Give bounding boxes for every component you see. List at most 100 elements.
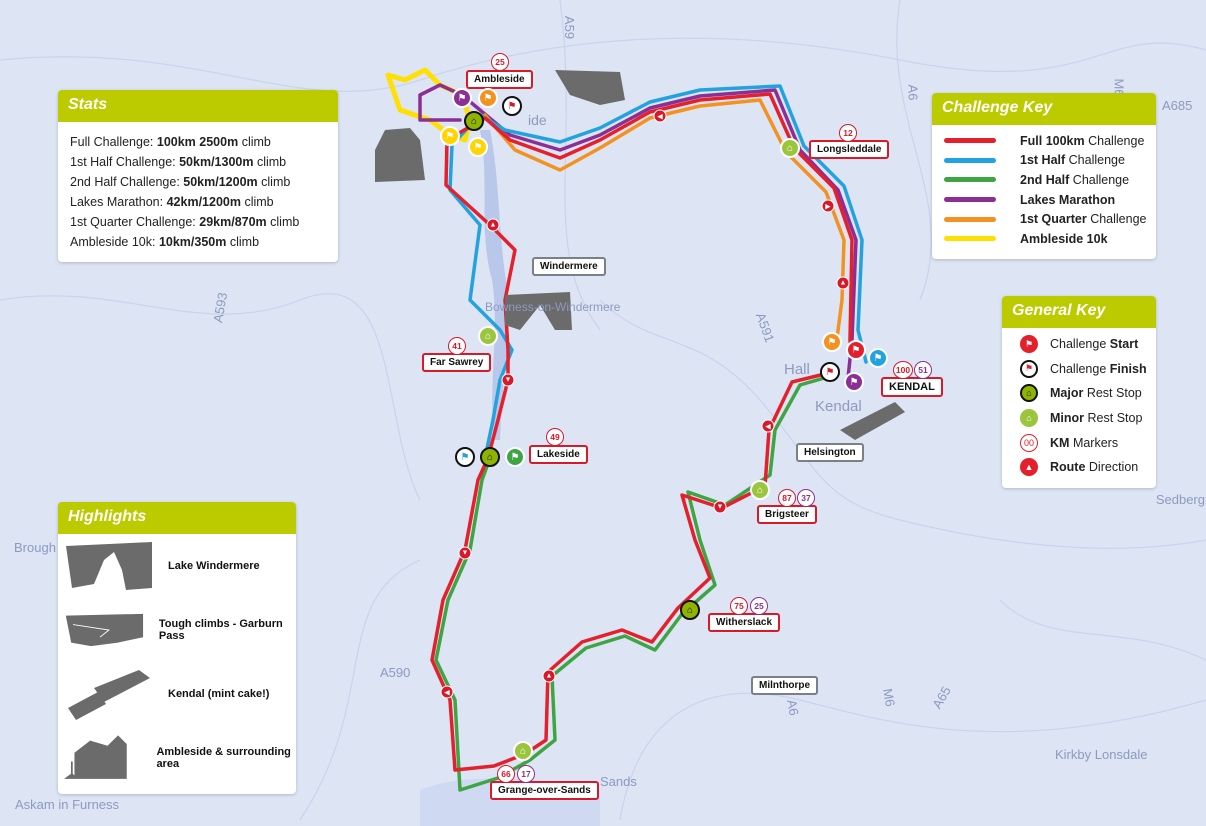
km-marker: 51	[914, 361, 932, 379]
1st-half-finish-flag-icon[interactable]: ⚑	[455, 447, 475, 467]
ambleside-10k-finish-flag-icon[interactable]: ⚑	[468, 137, 488, 157]
finish-flag-icon[interactable]: ⚑	[820, 362, 840, 382]
stats-row: 1st Half Challenge: 50km/1300m climb	[58, 152, 338, 172]
key-post: Markers	[1072, 435, 1119, 450]
1st-quarter-start-flag-icon[interactable]: ⚑	[478, 88, 498, 108]
route-full-100km	[430, 92, 854, 772]
challenge-name: 1st Half	[1020, 153, 1066, 168]
highlight-label: Ambleside & surrounding area	[156, 746, 291, 770]
route-direction-icon: ▲	[836, 276, 850, 290]
place-label-windermere: Windermere	[532, 257, 606, 276]
challenge-suffix: Challenge	[1088, 133, 1145, 148]
road-label: A685	[1162, 98, 1193, 113]
km-marker: 25	[491, 53, 509, 71]
town-label: ide	[528, 112, 547, 128]
full-challenge-start-flag-icon[interactable]: ⚑	[846, 340, 866, 360]
place-label-ambleside: Ambleside	[466, 70, 533, 89]
minor-rest-stop-icon[interactable]: ⌂	[513, 741, 533, 761]
town-label: Kirkby Lonsdale	[1055, 747, 1148, 762]
km-marker: 25	[750, 597, 768, 615]
stats-suffix: climb	[256, 155, 287, 169]
route-swatch	[944, 236, 996, 242]
route-direction-icon: ▼	[501, 373, 515, 387]
lakes-marathon-finish-flag-icon[interactable]: ⚑	[844, 372, 864, 392]
challenge-key-item: 1st Quarter Challenge	[932, 209, 1156, 229]
route-swatch	[944, 157, 996, 163]
route-swatch	[944, 216, 996, 222]
challenge-name: 2nd Half	[1020, 172, 1070, 187]
place-label-lakeside: Lakeside	[529, 445, 588, 464]
stats-name: Ambleside 10k:	[70, 235, 156, 249]
key-pre: Challenge	[1050, 361, 1107, 376]
town-label: Kendal	[815, 398, 862, 415]
stats-title: Stats	[58, 90, 338, 122]
challenge-key-item: Lakes Marathon	[932, 190, 1156, 210]
stats-row: Lakes Marathon: 42km/1200m climb	[58, 192, 338, 212]
key-bold: Start	[1109, 337, 1139, 352]
key-post: Rest Stop	[1086, 386, 1142, 401]
stats-suffix: climb	[229, 235, 260, 249]
road-label: A6	[784, 698, 802, 717]
key-pre: Challenge	[1050, 337, 1107, 352]
1st-half-start-flag-icon[interactable]: ⚑	[868, 348, 888, 368]
route-direction-icon: ◀	[440, 685, 454, 699]
stats-name: Lakes Marathon:	[70, 195, 164, 209]
highlight-label: Kendal (mint cake!)	[168, 688, 270, 700]
major-rest-stop-icon[interactable]: ⌂	[680, 600, 700, 620]
km-marker: 12	[839, 124, 857, 142]
km-marker: 49	[546, 428, 564, 446]
minor-rest-stop-icon[interactable]: ⌂	[780, 138, 800, 158]
challenge-name: 1st Quarter	[1020, 212, 1087, 227]
stats-value: 100km 2500m	[156, 135, 239, 149]
highlight-lake-windermere: Lake Windermere	[58, 534, 296, 598]
km-marker: 100	[893, 361, 913, 379]
highlights-panel: Highlights Lake Windermere Tough climbs …	[58, 502, 296, 794]
town-label: Brough	[14, 540, 56, 555]
1st-quarter-start-flag-icon[interactable]: ⚑	[822, 332, 842, 352]
minor-rest-stop-icon[interactable]: ⌂	[750, 480, 770, 500]
highlight-kendal: Kendal (mint cake!)	[58, 662, 296, 726]
key-bold: Finish	[1109, 361, 1147, 376]
general-key-item: ⚑Challenge Start	[1002, 332, 1156, 357]
route-direction-icon: ◀	[653, 109, 667, 123]
key-bold: Route	[1050, 460, 1086, 475]
lakes-marathon-start-flag-icon[interactable]: ⚑	[452, 88, 472, 108]
stats-suffix: climb	[241, 135, 271, 149]
mint-cake-illustration	[68, 670, 150, 720]
stats-row: 2nd Half Challenge: 50km/1200m climb	[58, 172, 338, 192]
general-key-item: ⌂ Minor Rest Stop	[1002, 406, 1156, 431]
place-label-milnthorpe: Milnthorpe	[751, 676, 819, 695]
stats-name: 1st Quarter Challenge:	[70, 215, 196, 229]
challenge-name: Full 100km	[1020, 133, 1085, 148]
town-label: Hall	[784, 361, 810, 378]
challenge-key-item: Full 100km Challenge	[932, 131, 1156, 151]
km-marker: 41	[448, 337, 466, 355]
minor-rest-stop-icon[interactable]: ⌂	[478, 326, 498, 346]
mint-cake-illustration	[840, 402, 905, 440]
ambleside-building-illustration	[375, 128, 425, 182]
ambleside-building-illustration	[64, 735, 127, 779]
general-key-item: ⌂Major Rest Stop	[1002, 381, 1156, 406]
stats-name: 1st Half Challenge:	[70, 155, 176, 169]
highlight-tough-climbs: Tough climbs - Garburn Pass	[58, 598, 296, 662]
ambleside-10k-start-flag-icon[interactable]: ⚑	[440, 126, 460, 146]
major-rest-stop-icon[interactable]: ⌂	[480, 447, 500, 467]
highlight-label: Tough climbs - Garburn Pass	[158, 618, 283, 642]
place-label-longsleddale: Longsleddale	[809, 140, 890, 159]
place-label-far-sawrey: Far Sawrey	[422, 353, 492, 372]
route-1st-quarter	[483, 98, 846, 348]
minor-rest-stop-icon: ⌂	[1020, 409, 1038, 428]
lake-windermere-illustration	[66, 542, 152, 590]
finish-flag-icon[interactable]: ⚑	[502, 96, 522, 116]
2nd-half-start-flag-icon[interactable]: ⚑	[505, 447, 525, 467]
key-post: Rest Stop	[1087, 411, 1143, 426]
place-label-grange-over-sands: Grange-over-Sands	[490, 781, 599, 800]
route-direction-icon: ◀	[761, 419, 775, 433]
key-bold: Minor	[1050, 411, 1085, 426]
challenge-key-title: Challenge Key	[932, 93, 1156, 125]
route-direction-icon: ▼	[713, 500, 727, 514]
major-rest-stop-icon[interactable]: ⌂	[464, 111, 484, 131]
town-label: Sedberg	[1155, 492, 1205, 507]
